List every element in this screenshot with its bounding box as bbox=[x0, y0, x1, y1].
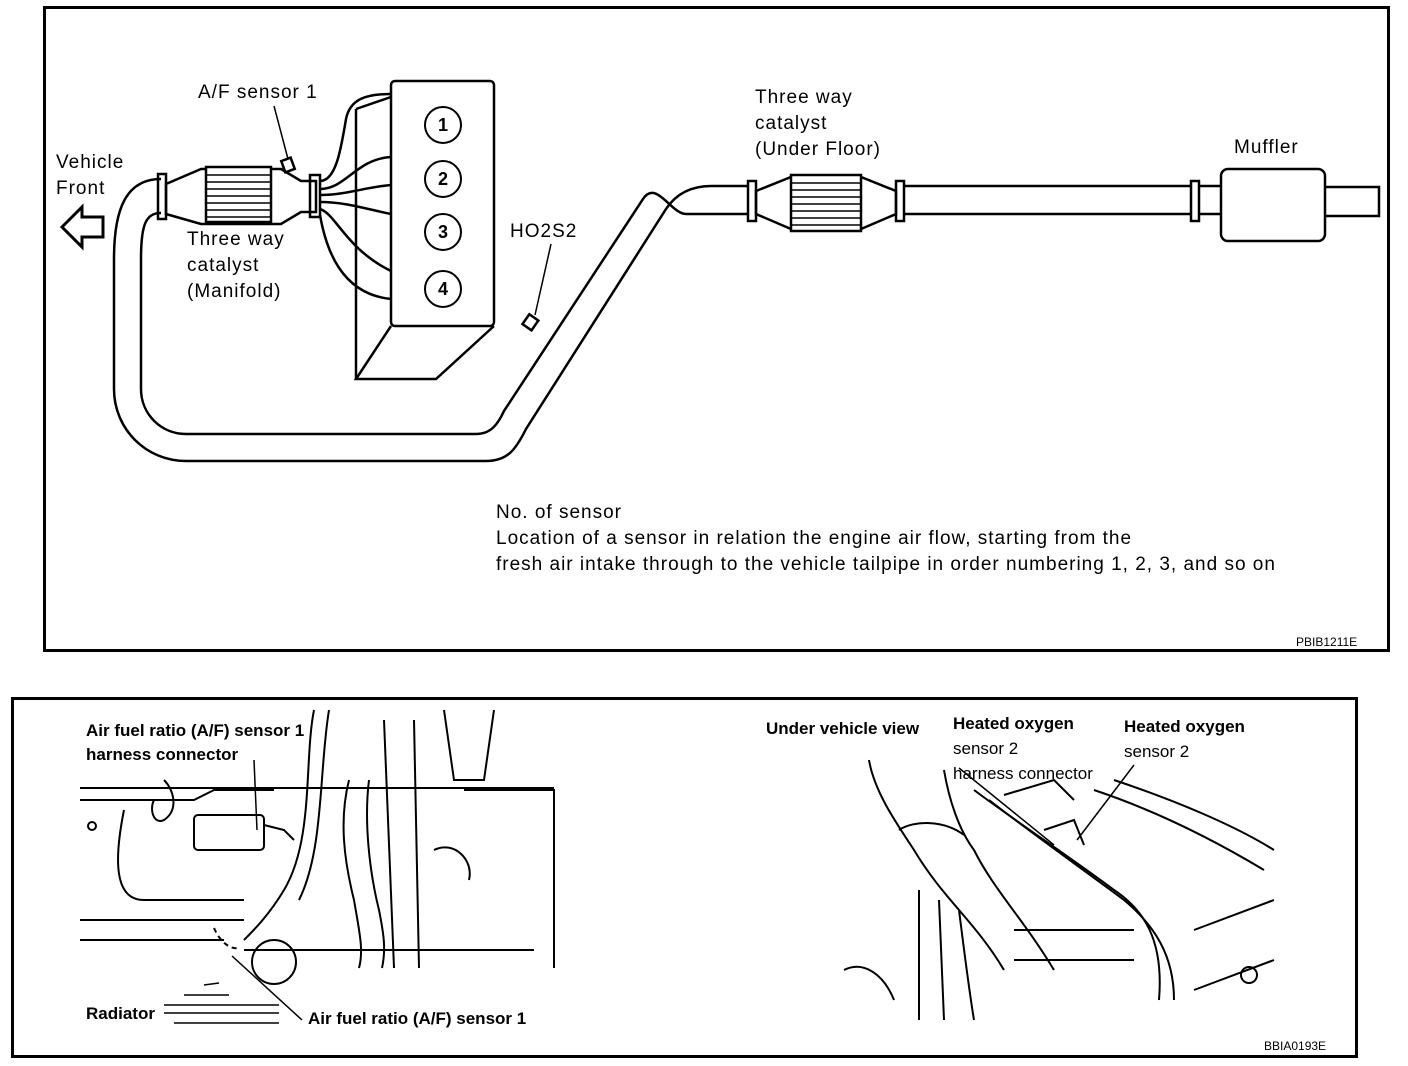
engine-block bbox=[353, 79, 496, 381]
underfloor-catalyst-label-line3: (Under Floor) bbox=[755, 139, 881, 160]
muffler-body bbox=[1219, 167, 1327, 243]
manifold-catalyst-label-line3: (Manifold) bbox=[187, 281, 282, 302]
cylinder-4: 4 bbox=[424, 270, 462, 308]
muffler-pipe-flange bbox=[1189, 179, 1201, 223]
cylinder-3: 3 bbox=[424, 213, 462, 251]
ho2-sensor-label-line1: Heated oxygen bbox=[1124, 717, 1245, 736]
ho2-harness-label-line2: sensor 2 bbox=[953, 739, 1019, 758]
vehicle-front-label-line1: Vehicle bbox=[56, 152, 125, 173]
af-sensor-1-marker bbox=[279, 156, 297, 174]
manifold-catalyst-core bbox=[204, 165, 273, 224]
cylinder-1: 1 bbox=[424, 106, 462, 144]
sensor-location-drawings bbox=[80, 709, 1275, 1024]
af-harness-label-line2: harness connector bbox=[86, 745, 239, 764]
muffler-label: Muffler bbox=[1234, 137, 1299, 158]
cylinder-2: 2 bbox=[424, 160, 462, 198]
radiator-label: Radiator bbox=[86, 1004, 155, 1023]
ho2s2-leader bbox=[534, 243, 552, 316]
underfloor-catalyst-label-line2: catalyst bbox=[755, 113, 828, 134]
af-sensor-leader bbox=[273, 105, 289, 160]
engine-bay-illustration bbox=[80, 709, 555, 1024]
under-vehicle-illustration bbox=[843, 759, 1275, 1021]
sensor-note-line2: fresh air intake through to the vehicle … bbox=[496, 554, 1276, 575]
ho2s2-marker bbox=[520, 312, 541, 333]
sensor-note-line1: Location of a sensor in relation the eng… bbox=[496, 528, 1133, 549]
manifold-catalyst-label-line2: catalyst bbox=[187, 255, 260, 276]
manifold-catalyst-hatch bbox=[206, 174, 271, 218]
underfloor-catalyst-label-line1: Three way bbox=[755, 87, 853, 108]
ho2s2-label: HO2S2 bbox=[510, 221, 578, 242]
figure-code-top: PBIB1211E bbox=[1296, 635, 1358, 649]
figure-code-bottom: BBIA0193E bbox=[1264, 1039, 1327, 1053]
underfloor-flange-right bbox=[894, 179, 906, 223]
underfloor-catalyst-hatch bbox=[791, 182, 861, 226]
exhaust-pipe-outer bbox=[112, 177, 748, 463]
vehicle-front-label-line2: Front bbox=[56, 178, 106, 199]
vehicle-front-arrow-icon bbox=[59, 203, 105, 251]
exhaust-system-diagram-panel: A/F sensor 1 Vehicle Front Three way cat… bbox=[43, 6, 1390, 652]
exhaust-system-drawing bbox=[59, 79, 1381, 463]
sensor-note-heading: No. of sensor bbox=[496, 502, 622, 523]
under-vehicle-view-label: Under vehicle view bbox=[766, 719, 920, 738]
ho2-harness-label-line3: harness connector bbox=[953, 764, 1093, 783]
manifold-catalyst-label-line1: Three way bbox=[187, 229, 285, 250]
af-sensor-1-label: A/F sensor 1 bbox=[198, 82, 318, 103]
ho2-sensor-label-line2: sensor 2 bbox=[1124, 742, 1190, 761]
tailpipe bbox=[1325, 185, 1381, 218]
af-sensor-location-label: Air fuel ratio (A/F) sensor 1 bbox=[308, 1009, 527, 1028]
pipe-to-muffler bbox=[904, 184, 1191, 216]
underfloor-catalyst-core bbox=[789, 173, 863, 233]
ho2-harness-label-line1: Heated oxygen bbox=[953, 714, 1074, 733]
af-harness-label-line1: Air fuel ratio (A/F) sensor 1 bbox=[86, 721, 305, 740]
exhaust-pipe-inner bbox=[139, 191, 748, 436]
sensor-location-photos-panel: Air fuel ratio (A/F) sensor 1 harness co… bbox=[11, 697, 1358, 1058]
